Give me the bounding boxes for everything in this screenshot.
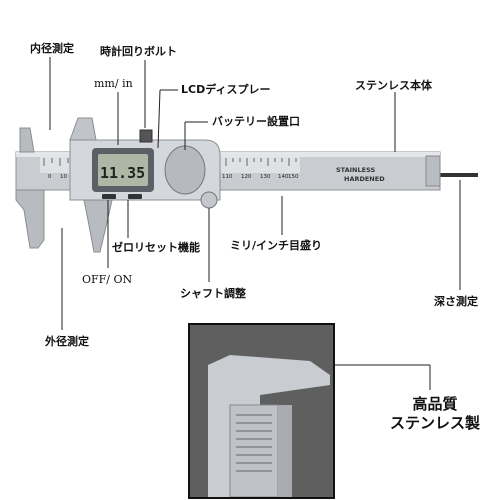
label-zero-reset: ゼロリセット機能	[112, 241, 200, 254]
label-battery: バッテリー設置口	[212, 115, 300, 128]
scale-label-140: 140	[278, 174, 289, 180]
slider-upper-jaw	[69, 117, 97, 141]
label-mm-inch-scale: ミリ/インチ目盛り	[230, 239, 323, 252]
scale-label-110: 110	[222, 174, 233, 180]
mode-button	[102, 194, 116, 199]
fixed-upper-jaw	[19, 127, 35, 153]
scale-label-10: 10	[60, 174, 67, 180]
beam-end-cap	[425, 155, 441, 187]
label-shaft-adjust: シャフト調整	[180, 287, 246, 300]
scale-label-150: 150	[288, 174, 299, 180]
label-inner-measure: 内径測定	[30, 42, 74, 55]
lock-bolt	[139, 129, 153, 143]
engraving-line1: STAINLESS	[336, 166, 375, 174]
lcd-screen	[98, 154, 148, 186]
thumb-wheel	[200, 191, 218, 209]
slider-lower-jaw	[83, 199, 113, 253]
label-mm-in: mm/ in	[94, 77, 133, 90]
zero-button	[128, 194, 142, 199]
inset-caption-line1: 高品質	[412, 395, 458, 413]
depth-rod	[436, 173, 478, 177]
label-lcd-display: LCDディスプレー	[181, 83, 271, 96]
scale-label-130: 130	[260, 174, 271, 180]
scale-label-120: 120	[241, 174, 252, 180]
label-off-on: OFF/ ON	[82, 273, 133, 286]
label-stainless-body: ステンレス本体	[355, 79, 432, 92]
battery-cover	[164, 145, 206, 195]
label-clockwise-bolt: 時計回りボルト	[100, 45, 177, 58]
inset-photo	[188, 323, 335, 499]
scale-label-0: 0	[48, 174, 52, 180]
lcd-reading: 11.35	[100, 164, 145, 182]
inset-caliper-closeup	[190, 325, 333, 497]
label-depth-measure: 深さ測定	[434, 295, 478, 308]
inset-caption: 高品質 ステンレス製	[380, 395, 490, 433]
engraving-line2: HARDENED	[344, 175, 385, 183]
inset-caption-line2: ステンレス製	[389, 413, 480, 432]
fixed-lower-jaw	[15, 189, 45, 249]
label-outer-measure: 外径測定	[45, 335, 89, 348]
